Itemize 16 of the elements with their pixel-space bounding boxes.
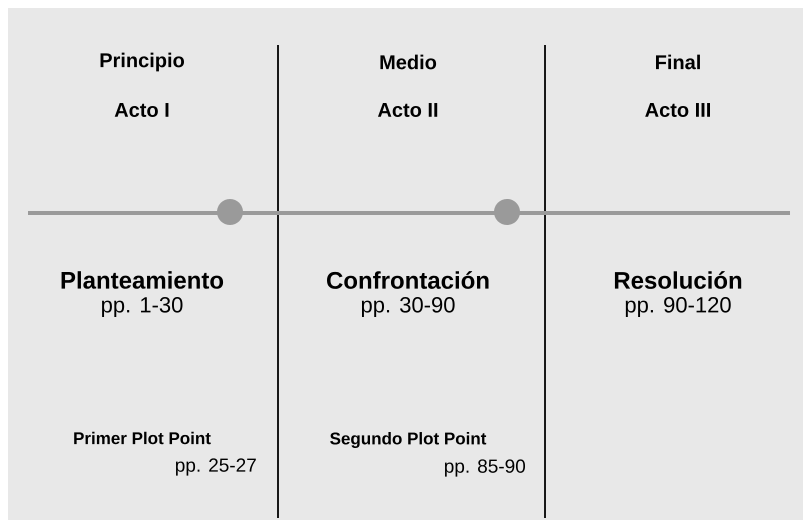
section-heading: Medio [380,54,436,70]
act-heading: Acto III [645,103,710,117]
plot-point-title: Primer Plot Point [74,432,211,444]
act-heading: Acto II [378,103,438,117]
section-heading: Final [656,54,700,70]
page-range: pp. 90-120 [626,297,731,317]
page-range: pp. 25-27 [176,458,256,476]
phase-title: Planteamiento [62,271,224,289]
plot-point-title: Segundo Plot Point [330,432,486,448]
section-heading: Principio [100,52,184,72]
phase-title: Confrontación [327,271,489,289]
phase-title: Resolución [614,271,742,289]
page-range: pp. 1-30 [102,297,182,317]
act-heading: Acto I [114,103,168,117]
page-range: pp. 30-90 [362,297,455,317]
page-range: pp. 85-90 [444,459,526,477]
